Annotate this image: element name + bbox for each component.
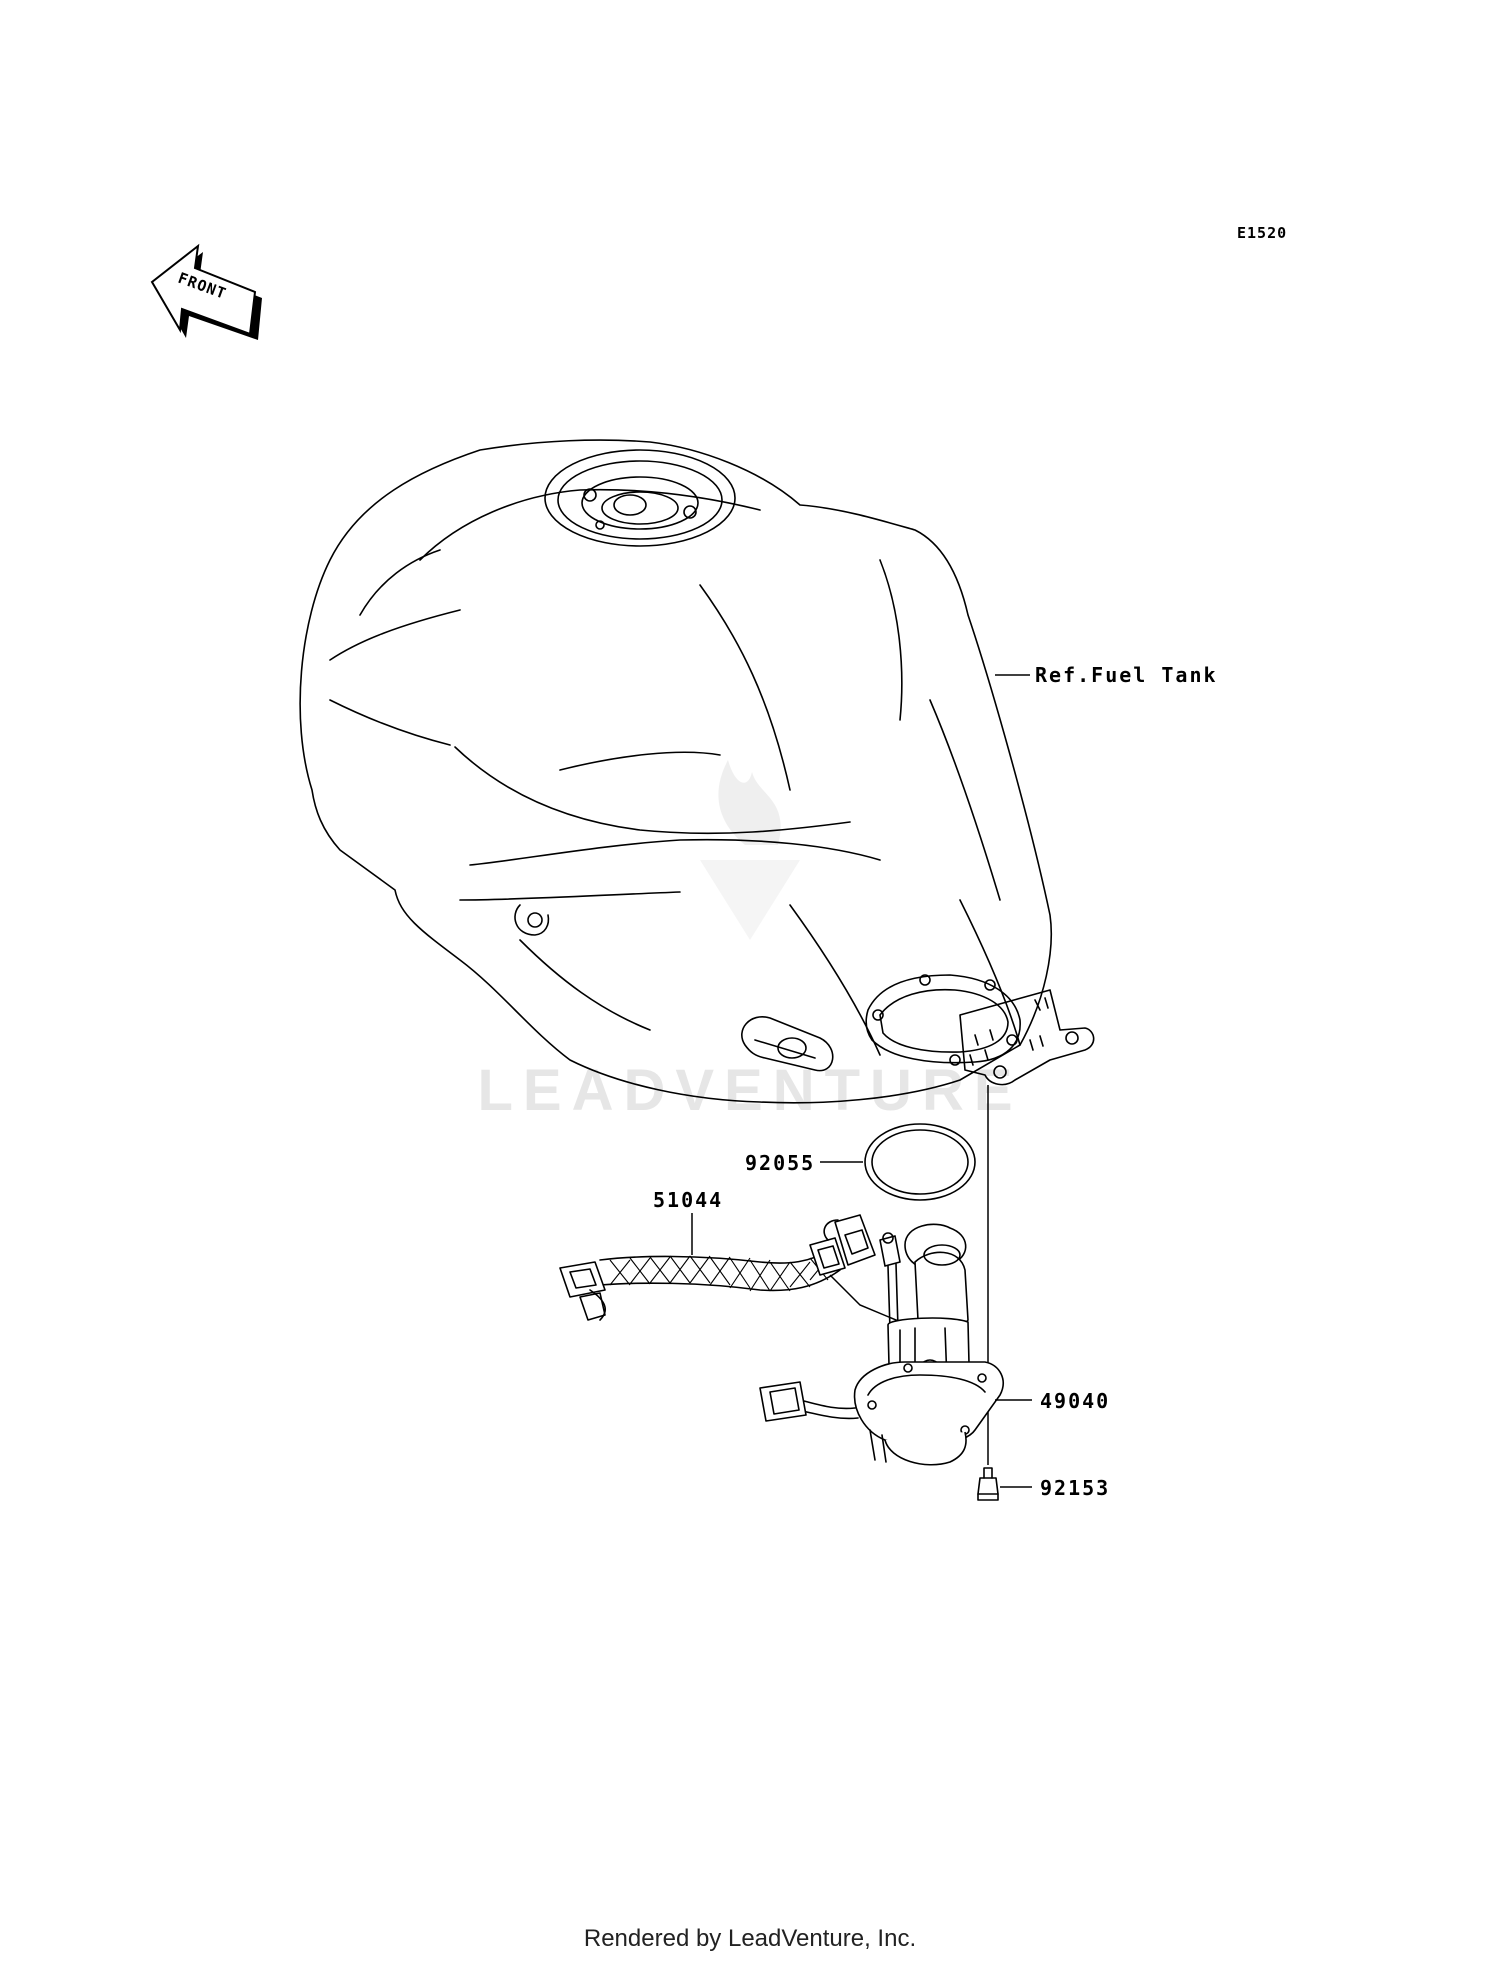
fuel-pump-part-number: 49040 [1040,1389,1110,1413]
lead-wire-part-number: 51044 [653,1188,723,1212]
front-arrow-icon: FRONT [150,243,262,340]
figure-code: E1520 [1237,224,1287,242]
bolt-part-number: 92153 [1040,1476,1110,1500]
fuel-tank [299,439,1095,1104]
watermark-logo [700,760,800,940]
fuel-pump [759,1223,1004,1466]
gasket-ring [864,1123,976,1201]
bolt [977,1467,999,1501]
watermark-text: LEADVENTURE [477,1058,1022,1123]
gasket-part-number: 92055 [745,1151,815,1175]
footer-credit: Rendered by LeadVenture, Inc. [584,1925,916,1952]
lead-wire [559,1214,876,1321]
fuel-tank-ref-label: Ref.Fuel Tank [1035,663,1218,687]
